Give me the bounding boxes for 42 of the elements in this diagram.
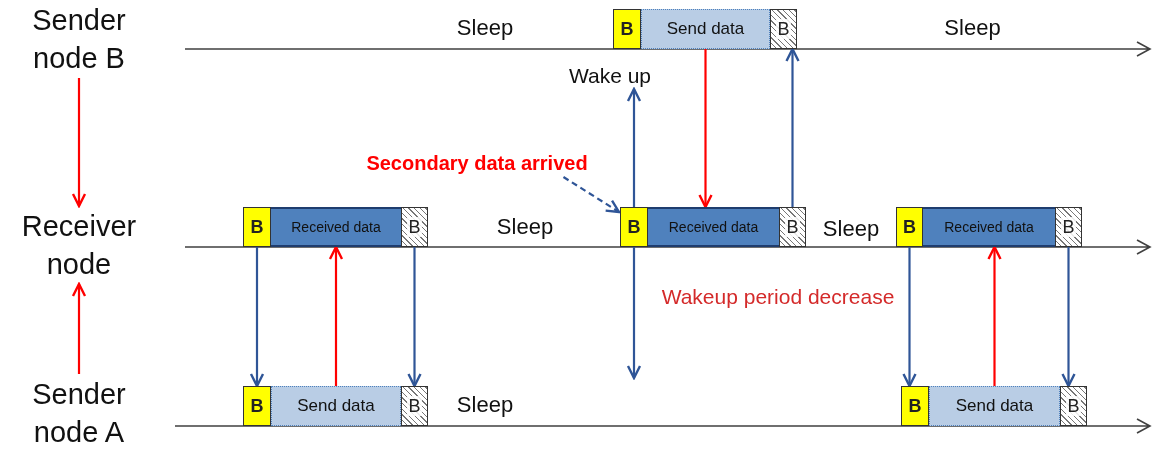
hatched-b-block: B	[770, 9, 797, 49]
b-block: B	[620, 207, 648, 247]
dashed-arrow	[562, 176, 621, 214]
hatched-b-block: B	[1060, 386, 1087, 426]
lane-label: Sender node B	[8, 0, 150, 78]
data-block: Received data	[271, 207, 401, 247]
data-block: Send data	[641, 9, 770, 49]
b-block: B	[243, 386, 271, 426]
b-block: B	[901, 386, 929, 426]
b-block: B	[613, 9, 641, 49]
lane-label: Receiver node	[8, 206, 150, 284]
state-label: Sleep	[495, 213, 555, 241]
arrow	[987, 245, 1002, 386]
data-block: Received data	[923, 207, 1055, 247]
arrow	[785, 47, 800, 207]
data-block: Received data	[648, 207, 779, 247]
arrow	[902, 247, 917, 388]
hatched-b-block: B	[1055, 207, 1082, 247]
arrow	[626, 247, 642, 380]
b-block: B	[243, 207, 271, 247]
hatched-b-block: B	[401, 207, 428, 247]
state-label: Sleep	[455, 14, 515, 42]
arrow	[626, 87, 642, 207]
arrow	[328, 245, 344, 386]
data-block: Send data	[929, 386, 1060, 426]
hatched-b-block: B	[401, 386, 428, 426]
state-label: Sleep	[821, 215, 881, 243]
annotation-text: Secondary data arrived	[346, 150, 608, 176]
state-label: Sleep	[943, 14, 1002, 42]
arrow	[249, 247, 265, 388]
lane-label: Sender node A	[8, 374, 150, 452]
data-block: Send data	[271, 386, 401, 426]
hatched-b-block: B	[779, 207, 806, 247]
event-label: Wake up	[558, 63, 662, 89]
state-label: Sleep	[455, 391, 515, 419]
arrow	[1061, 247, 1076, 388]
arrow	[71, 78, 87, 208]
annotation-text: Wakeup period decrease	[660, 284, 896, 310]
arrow	[71, 282, 87, 374]
arrow	[698, 49, 713, 209]
arrow	[407, 247, 422, 388]
b-block: B	[896, 207, 923, 247]
